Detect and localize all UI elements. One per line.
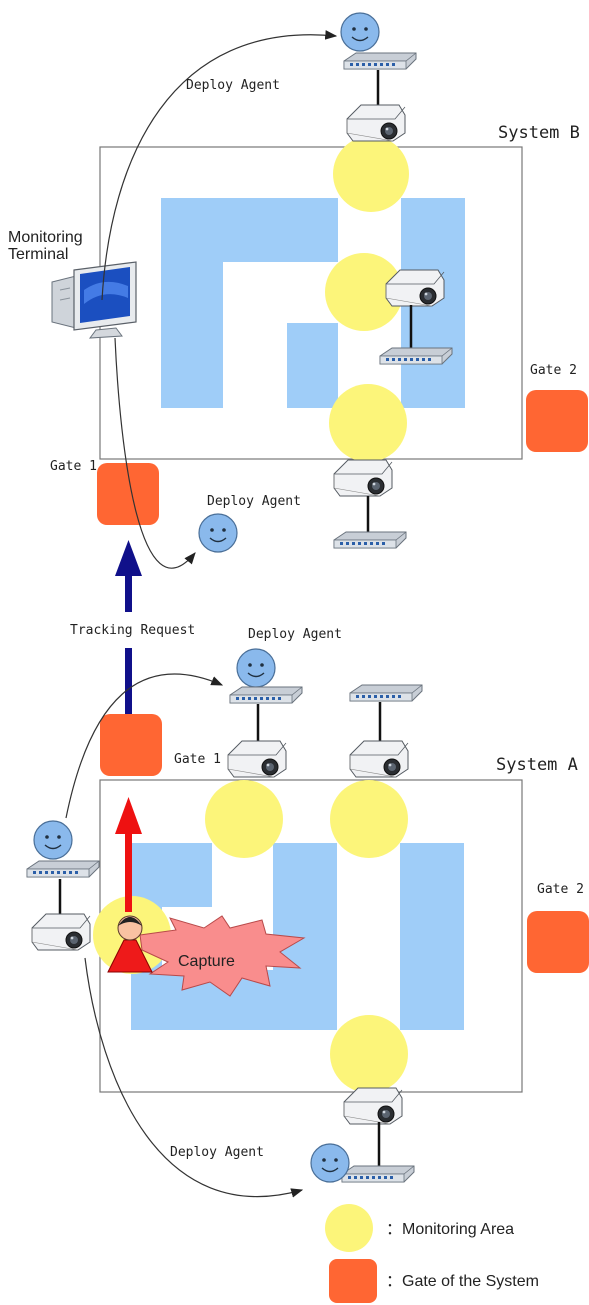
agent-icon [340,12,380,52]
tracking-request-arrow [115,540,142,714]
agent-icon [310,1143,350,1183]
system-b-monitoring-areas [325,136,409,462]
gate-2-b [526,390,588,452]
camera-icon [343,1087,403,1125]
router-icon [229,686,303,704]
camera-icon [333,459,393,497]
camera-icon [385,269,445,307]
gate-1-a [100,714,162,776]
capture-arrow [115,797,142,912]
legend-gate-swatch [329,1259,377,1303]
agent-icon [198,513,238,553]
router-icon [341,1165,415,1183]
gate-2-a [527,911,589,973]
system-a-label: System A [496,755,578,775]
legend-monitoring-area-swatch [325,1204,373,1252]
deploy-agent-label-1: Deploy Agent [186,78,280,93]
agent-icon [236,648,276,688]
agent-icon [33,820,73,860]
intruder-icon [107,915,153,973]
deploy-agent-label-3: Deploy Agent [248,627,342,642]
gate-1-a-label: Gate 1 [174,752,221,767]
camera-icon [346,104,406,142]
camera-icon [31,913,91,951]
camera-icon [349,740,409,778]
capture-label: Capture [178,953,235,970]
camera-icon [227,740,287,778]
monitor-icon [51,261,137,339]
tracking-request-label: Tracking Request [70,623,195,638]
legend-gate-label: ：Gate of the System [386,1273,539,1290]
monitoring-terminal-label-2: Terminal [8,246,68,263]
router-icon [379,347,453,365]
router-icon [333,531,407,549]
router-icon [26,860,100,878]
deploy-agent-label-4: Deploy Agent [170,1145,264,1160]
gate-2-b-label: Gate 2 [530,363,577,378]
legend-monitoring-area-label: ：Monitoring Area [386,1221,514,1238]
router-icon [343,52,417,70]
capture-burst [139,915,306,997]
deploy-agent-label-2: Deploy Agent [207,494,301,509]
monitoring-terminal-label-1: Monitoring [8,229,83,246]
router-icon [349,684,423,702]
gate-2-a-label: Gate 2 [537,882,584,897]
gate-1-b-label: Gate 1 [50,459,97,474]
system-b-label: System B [498,123,580,143]
